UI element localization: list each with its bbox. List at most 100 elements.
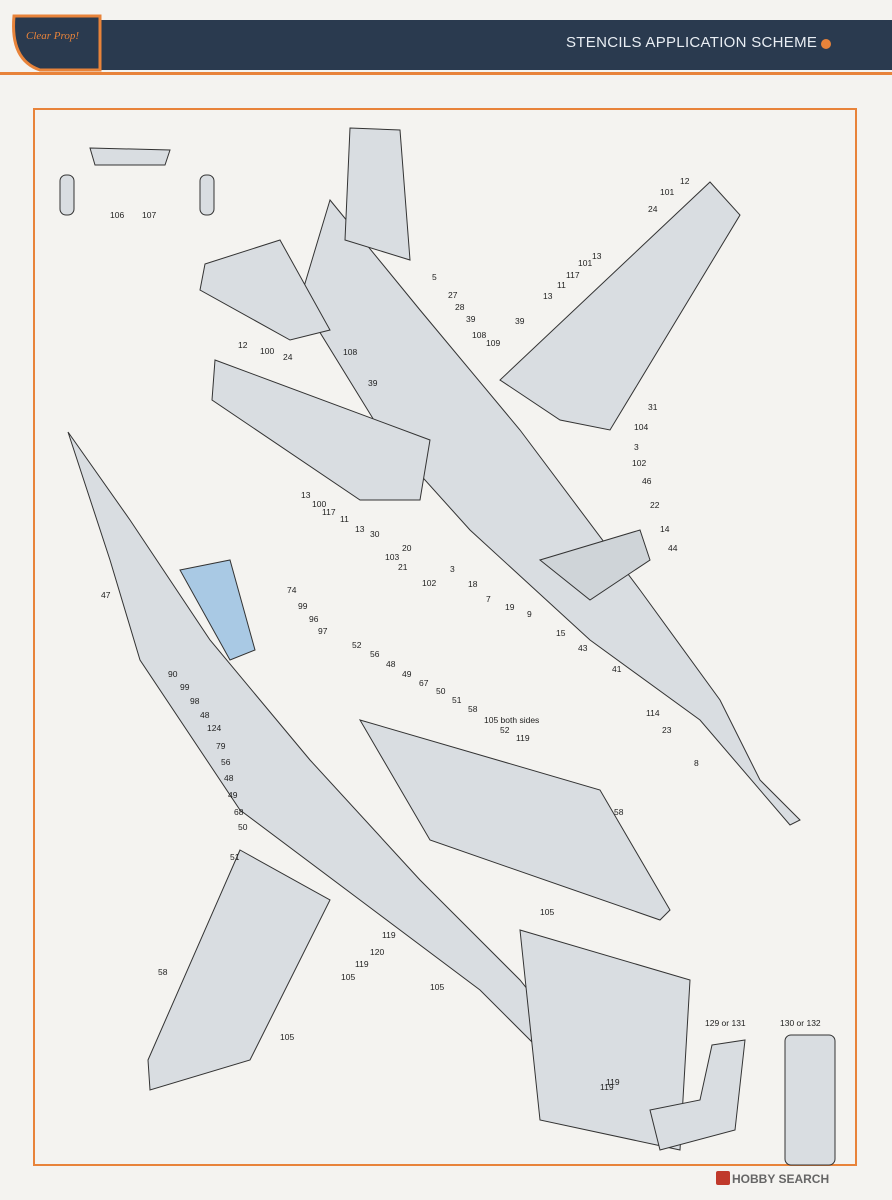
bottom-callout: 49 [402, 669, 412, 679]
bottom-callout: 56 [221, 757, 231, 767]
watermark: HOBBY SEARCH [732, 1172, 830, 1186]
top-callout: 117 [566, 270, 580, 280]
top-callout: 41 [612, 664, 622, 674]
bottom-callout: 48 [386, 659, 396, 669]
bottom-callout: 50 [238, 822, 248, 832]
aircraft-bottom-view [67, 431, 691, 1151]
bottom-callout: 124 [207, 723, 221, 733]
top-callout: 31 [648, 402, 658, 412]
top-callout: 12 [238, 340, 248, 350]
bottom-callout: 119 [355, 959, 369, 969]
top-callout: 21 [398, 562, 408, 572]
bottom-callout: 58 [158, 967, 168, 977]
label: 129 or 131 [705, 1018, 746, 1028]
top-callout: 24 [648, 204, 658, 214]
bottom-callout: 51 [452, 695, 462, 705]
bottom-callout: 49 [228, 790, 238, 800]
top-callout: 46 [642, 476, 652, 486]
top-callout: 12 [680, 176, 690, 186]
top-callout: 18 [468, 579, 478, 589]
aircraft-top-view [199, 127, 801, 826]
top-callout: 23 [662, 725, 672, 735]
bottom-callout: 119 [516, 733, 530, 743]
bottom-callout: 105 [540, 907, 554, 917]
top-callout: 102 [422, 578, 436, 588]
bottom-callout: 98 [190, 696, 200, 706]
top-callout: 11 [557, 280, 566, 290]
top-callout: 22 [650, 500, 660, 510]
bottom-callout: 99 [180, 682, 190, 692]
header-bar: Clear Prop! STENCILS APPLICATION SCHEME [0, 0, 892, 80]
page-title: STENCILS APPLICATION SCHEME [566, 34, 818, 51]
logo: Clear Prop! [26, 30, 80, 42]
top-callout: 108 [343, 347, 357, 357]
seat-front-detail [784, 1034, 836, 1166]
top-view-labels: 1210124131011171113527283910810939121002… [238, 176, 699, 768]
bottom-callout: 119 [382, 930, 396, 940]
bottom-callout: 105 [341, 972, 355, 982]
top-callout: 9 [527, 609, 532, 619]
top-callout: 103 [385, 552, 399, 562]
bottom-callout: 52 [500, 725, 510, 735]
top-callout: 30 [370, 529, 380, 539]
top-callout: 24 [283, 352, 293, 362]
top-callout: 108 [472, 330, 486, 340]
label: 107 [142, 210, 156, 220]
top-callout: 109 [486, 338, 500, 348]
bottom-callout: 51 [230, 852, 240, 862]
seat-side-detail [649, 1039, 746, 1151]
bottom-callout: 105 [430, 982, 444, 992]
top-callout: 13 [543, 291, 553, 301]
top-callout: 100 [260, 346, 274, 356]
bottom-callout: 56 [370, 649, 380, 659]
landing-gear-detail [59, 147, 215, 216]
bottom-callout: 79 [216, 741, 226, 751]
top-callout: 5 [432, 272, 437, 282]
label: 130 or 132 [780, 1018, 821, 1028]
top-callout: 39 [368, 378, 378, 388]
bottom-callout: 52 [352, 640, 362, 650]
header-shape [0, 14, 892, 75]
top-callout: 100 [312, 499, 326, 509]
diagram-frame [33, 108, 857, 1166]
bottom-callout: 90 [168, 669, 178, 679]
bottom-callout: 68 [234, 807, 244, 817]
top-callout: 101 [660, 187, 674, 197]
bottom-callout: 48 [224, 773, 234, 783]
top-callout: 13 [355, 524, 365, 534]
bottom-callout: 96 [309, 614, 319, 624]
top-callout: 39 [466, 314, 476, 324]
hobby-search-icon [716, 1171, 730, 1185]
bottom-callout: 99 [298, 601, 308, 611]
top-callout: 13 [592, 251, 602, 261]
top-callout: 11 [340, 514, 349, 524]
top-callout: 104 [634, 422, 648, 432]
top-callout: 3 [634, 442, 639, 452]
top-callout: 39 [515, 316, 525, 326]
bottom-callout: 74 [287, 585, 297, 595]
top-callout: 27 [448, 290, 458, 300]
top-callout: 101 [578, 258, 592, 268]
top-callout: 8 [694, 758, 699, 768]
top-callout: 20 [402, 543, 412, 553]
top-callout: 44 [668, 543, 678, 553]
top-callout: 102 [632, 458, 646, 468]
bottom-callout: 105 [280, 1032, 294, 1042]
top-callout: 15 [556, 628, 566, 638]
top-callout: 28 [455, 302, 465, 312]
top-callout: 13 [301, 490, 311, 500]
bottom-callout: 97 [318, 626, 328, 636]
bottom-callout: 67 [419, 678, 429, 688]
top-callout: 7 [486, 594, 491, 604]
bottom-callout: 58 [468, 704, 478, 714]
bottom-callout: 119 [600, 1082, 614, 1092]
top-callout: 114 [646, 708, 660, 718]
label: 106 [110, 210, 124, 220]
top-callout: 3 [450, 564, 455, 574]
bottom-callout: 47 [101, 590, 111, 600]
top-callout: 14 [660, 524, 670, 534]
top-callout: 19 [505, 602, 515, 612]
bottom-callout: 105 both sides [484, 715, 539, 725]
